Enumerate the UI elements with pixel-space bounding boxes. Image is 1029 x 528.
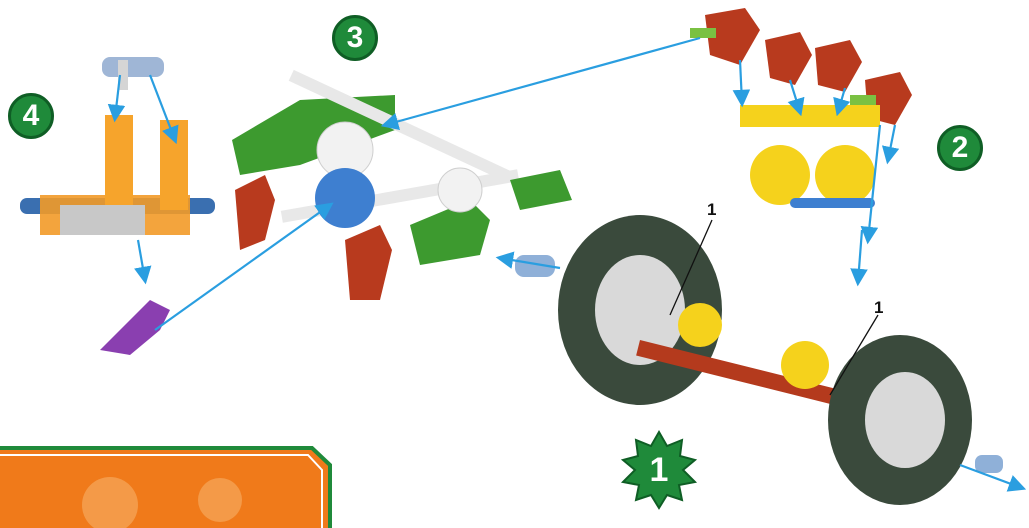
step1-number: 1 bbox=[615, 430, 703, 510]
step2-subassembly bbox=[690, 8, 912, 208]
step4-badge: 4 bbox=[8, 93, 54, 139]
banner-panel bbox=[0, 448, 330, 528]
step3-badge: 3 bbox=[332, 15, 378, 61]
step3-subassembly bbox=[232, 70, 572, 300]
callout-label-1a: 1 bbox=[707, 200, 716, 220]
callout-label-1b: 1 bbox=[874, 298, 883, 318]
step1-star-label: 1 bbox=[615, 430, 703, 510]
step2-badge: 2 bbox=[937, 125, 983, 171]
